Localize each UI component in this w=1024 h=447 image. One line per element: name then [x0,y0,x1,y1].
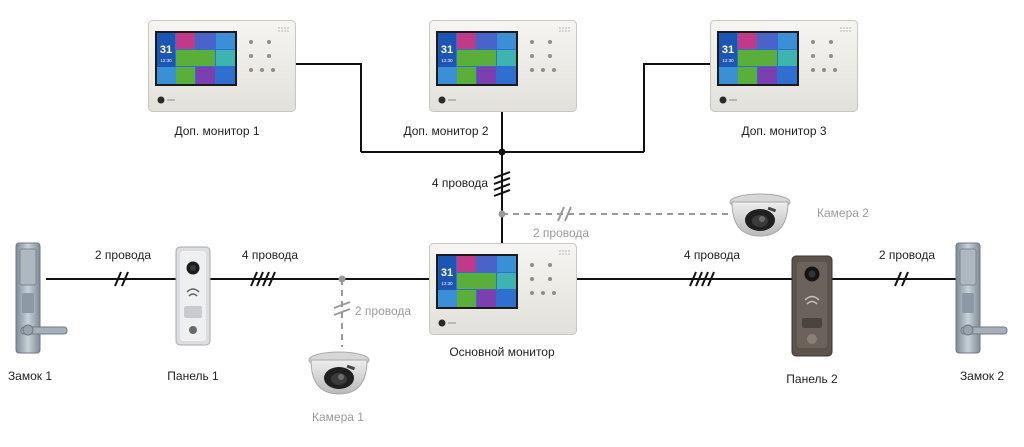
wire-label-trunk: 4 провода [432,176,489,190]
wire-trunk-bus [361,151,644,244]
wire-label-camera2: 2 провода [533,226,590,240]
camera-1-label: Камера 1 [312,410,364,424]
panel-1-call-button [189,326,197,334]
panel-1-device [175,246,211,346]
panel-2-call-button [807,334,817,344]
lock-2-label: Замок 2 [960,369,1004,383]
wire-count-marks [114,171,909,316]
junction-dot [498,210,506,218]
wire-label-main-panel2: 4 провода [684,248,741,262]
lock-1-label: Замок 1 [8,369,52,383]
junction-dot [338,275,346,283]
camera-1-device [308,351,370,395]
wire-label-panel2-lock2: 2 провода [879,248,936,262]
panel-2-label: Панель 2 [786,372,838,386]
main-monitor-label: Основной монитор [449,345,555,359]
junction-dot [498,148,506,156]
main-monitor [429,243,577,335]
panel-2-device [791,255,833,357]
camera-2-label: Камера 2 [817,206,869,220]
extra-monitor-2 [429,20,577,112]
wire-label-camera1: 2 провода [355,304,412,318]
wire-label-panel1-main: 4 провода [242,248,299,262]
lock-1-device [15,242,68,354]
extra-monitor-3 [710,20,858,112]
camera-2-device [729,193,791,237]
extra-monitor-3-label: Доп. монитор 3 [741,124,826,138]
extra-monitor-1-label: Доп. монитор 1 [174,124,259,138]
wire-extra-monitor-1 [295,63,362,152]
wire-extra-monitor-3 [643,63,715,152]
panel-1-label: Панель 1 [167,369,219,383]
wire-label-lock1-panel1: 2 провода [95,248,152,262]
extra-monitor-2-label: Доп. монитор 2 [403,124,488,138]
lock-2-device [955,242,1008,354]
extra-monitor-1 [148,20,296,112]
